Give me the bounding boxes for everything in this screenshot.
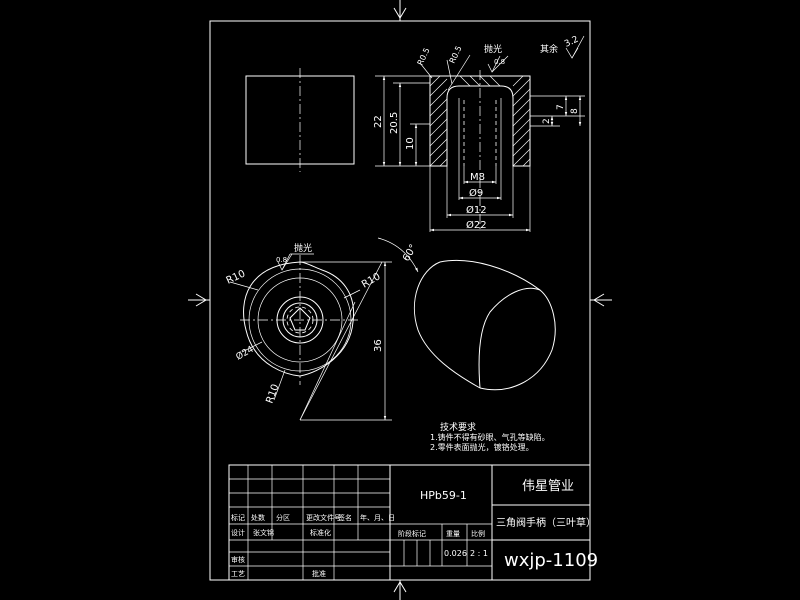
dim-7: 7 (556, 104, 566, 110)
header-weight: 重量 (446, 530, 460, 538)
roughness-08-top: 0.8 (494, 58, 505, 66)
polish-label-left: 抛光 (294, 242, 312, 254)
header-sign: 签名 (338, 513, 352, 522)
drawing-number: wxjp-1109 (504, 550, 598, 571)
tech-note-1: 1.铸件不得有砂眼、气孔等缺陷。 (430, 432, 550, 442)
dim-8: 8 (570, 108, 580, 114)
header-approve: 批准 (312, 569, 326, 578)
weight-value: 0.026 (444, 549, 467, 558)
polish-label-top: 抛光 (484, 43, 502, 55)
company-name: 伟星管业 (522, 479, 574, 494)
header-doc-no: 更改文件号 (306, 513, 341, 522)
dim-20-5: 20.5 (389, 112, 400, 134)
part-name: 三角阀手柄（三叶草） (496, 516, 596, 529)
header-zone: 分区 (276, 513, 290, 522)
dim-phi9: Ø9 (469, 187, 483, 199)
header-stage-mark: 阶段标记 (398, 529, 426, 538)
r10-right-label: R10 (360, 271, 383, 290)
roughness-08-left: 0.8 (276, 256, 287, 264)
tech-note-2: 2.零件表面抛光，镀铬处理。 (430, 442, 534, 452)
header-mark: 标记 (231, 513, 245, 522)
dim-22-vertical: 22 (373, 115, 384, 128)
dim-m8: M8 (470, 172, 485, 183)
material-label: HPb59-1 (420, 489, 467, 502)
dim-2: 2 (542, 118, 552, 124)
scale-value: 2 : 1 (470, 549, 488, 558)
isometric-view (414, 259, 556, 391)
header-date: 年、月、日 (360, 513, 395, 522)
front-view (229, 237, 419, 421)
r10-bottom-label: R10 (264, 383, 281, 405)
tech-notes-title: 技术要求 (440, 421, 476, 433)
dim-phi12: Ø12 (466, 204, 487, 216)
header-review: 审核 (231, 555, 245, 564)
section-view (375, 35, 585, 232)
header-design: 设计 (231, 528, 245, 537)
dim-phi22: Ø22 (466, 219, 487, 231)
header-scale: 比例 (471, 529, 485, 538)
r05-b-label: R0.5 (448, 44, 464, 64)
dim-10: 10 (405, 137, 416, 150)
header-standardization: 标准化 (310, 528, 331, 537)
header-count: 处数 (251, 513, 265, 522)
side-view (245, 68, 355, 172)
r05-a-label: R0.5 (416, 46, 432, 66)
rest-label: 其余 (540, 43, 558, 55)
designer-name: 张文锦 (253, 528, 274, 537)
header-process: 工艺 (231, 570, 245, 578)
dim-36: 36 (373, 339, 384, 352)
title-block (228, 464, 591, 581)
angle-60-label: 60° (401, 243, 419, 264)
